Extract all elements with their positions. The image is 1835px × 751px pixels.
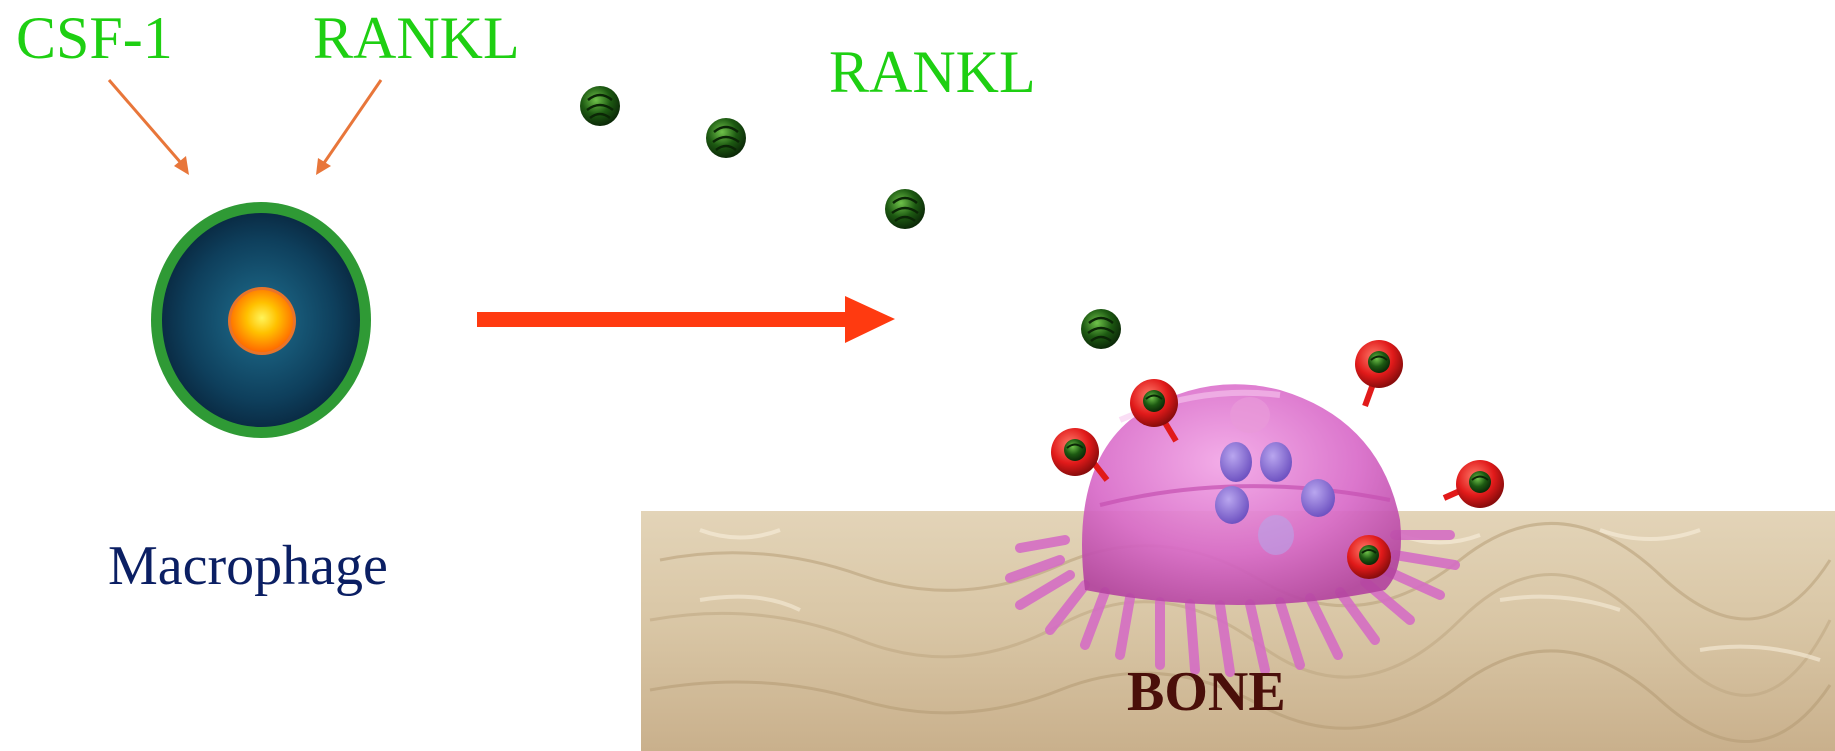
- rankl-label-top: RANKL: [313, 8, 520, 68]
- rankl-ligand-icon: [885, 189, 925, 229]
- rankl-ligand-icon: [1081, 309, 1121, 349]
- differentiation-arrow: [477, 296, 895, 343]
- rankl-label-mid: RANKL: [829, 42, 1036, 102]
- csf1-label: CSF-1: [16, 8, 173, 68]
- rank-receptor-icon: [1347, 535, 1391, 579]
- csf1-arrow: [109, 80, 189, 175]
- macrophage-cell-icon: [151, 202, 371, 438]
- rankl-ligand-icon: [706, 118, 746, 158]
- rank-receptor-icon: [1444, 460, 1504, 508]
- macrophage-label: Macrophage: [108, 538, 388, 594]
- rankl-arrow: [316, 80, 381, 175]
- rankl-ligand-icon: [580, 86, 620, 126]
- rank-receptor-icon: [1051, 428, 1107, 480]
- rank-receptor-icon: [1355, 340, 1403, 406]
- bone-label: BONE: [1127, 664, 1286, 720]
